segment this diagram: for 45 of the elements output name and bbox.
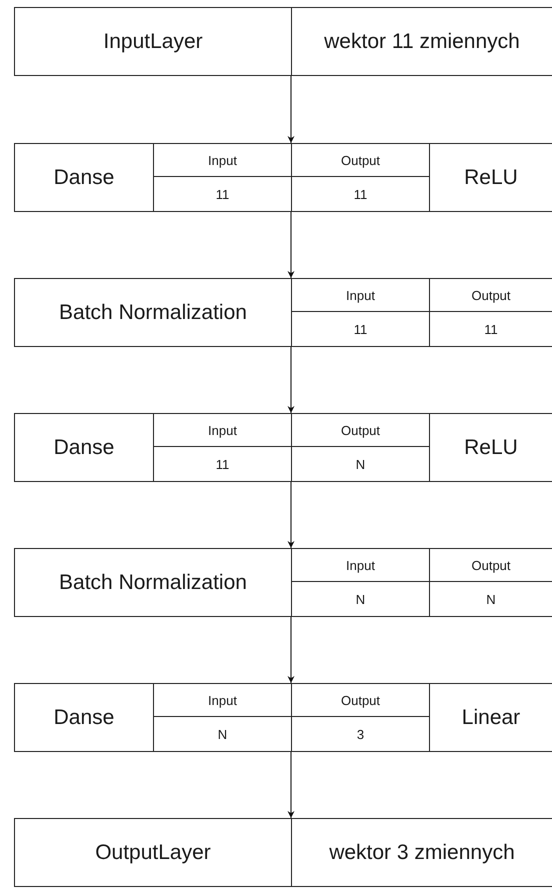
layer-cell: OutputLayer bbox=[15, 819, 292, 886]
layer-box bbox=[14, 548, 552, 617]
layer-cell: ReLU bbox=[430, 414, 552, 481]
arrow bbox=[288, 616, 294, 684]
layer-box bbox=[14, 7, 552, 76]
table-cell: 11 bbox=[154, 447, 292, 481]
table-cell: 11 bbox=[154, 177, 292, 211]
table-cell: 11 bbox=[430, 312, 552, 346]
table-cell: Input bbox=[154, 414, 292, 447]
arrow bbox=[288, 752, 294, 818]
layer-cell: ReLU bbox=[430, 144, 552, 211]
table-cell: Input bbox=[292, 279, 430, 312]
arrow bbox=[288, 76, 294, 144]
table-cell: Output bbox=[292, 684, 430, 717]
table-cell: Output bbox=[292, 144, 430, 177]
layer-cell: wektor 3 zmiennych bbox=[292, 819, 552, 886]
arrow bbox=[288, 212, 294, 278]
table-cell: 11 bbox=[292, 312, 430, 346]
table-cell: Output bbox=[430, 279, 552, 312]
table-cell: Output bbox=[292, 414, 430, 447]
table-cell: Input bbox=[154, 144, 292, 177]
arrow bbox=[288, 346, 294, 414]
table-cell: N bbox=[154, 717, 292, 751]
table-cell: N bbox=[292, 582, 430, 616]
arrow bbox=[288, 482, 294, 548]
table-cell: N bbox=[430, 582, 552, 616]
table-cell: 3 bbox=[292, 717, 430, 751]
layer-box bbox=[14, 278, 552, 347]
layer-box bbox=[14, 413, 552, 482]
layer-box bbox=[14, 143, 552, 212]
table-cell: Input bbox=[292, 549, 430, 582]
layer-cell: Batch Normalization bbox=[15, 549, 292, 616]
layer-box bbox=[14, 818, 552, 887]
table-cell: 11 bbox=[292, 177, 430, 211]
table-cell: Input bbox=[154, 684, 292, 717]
layer-cell: Danse bbox=[15, 414, 154, 481]
layer-cell: Danse bbox=[15, 144, 154, 211]
layer-cell: Danse bbox=[15, 684, 154, 751]
layer-cell: InputLayer bbox=[15, 8, 292, 75]
layer-box bbox=[14, 683, 552, 752]
layer-cell: Linear bbox=[430, 684, 552, 751]
table-cell: N bbox=[292, 447, 430, 481]
table-cell: Output bbox=[430, 549, 552, 582]
layer-cell: Batch Normalization bbox=[15, 279, 292, 346]
layer-cell: wektor 11 zmiennych bbox=[292, 8, 552, 75]
